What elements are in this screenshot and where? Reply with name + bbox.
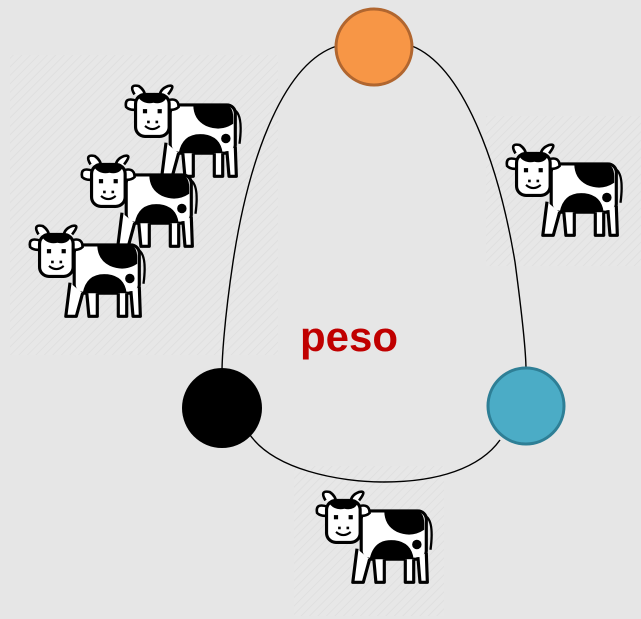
edge-top-left — [221, 45, 338, 373]
edge-left-right — [247, 431, 501, 483]
node-left — [182, 368, 262, 448]
node-right — [486, 366, 566, 446]
center-label: peso — [300, 313, 399, 360]
edge-top-right — [411, 45, 527, 371]
node-top — [334, 7, 414, 87]
